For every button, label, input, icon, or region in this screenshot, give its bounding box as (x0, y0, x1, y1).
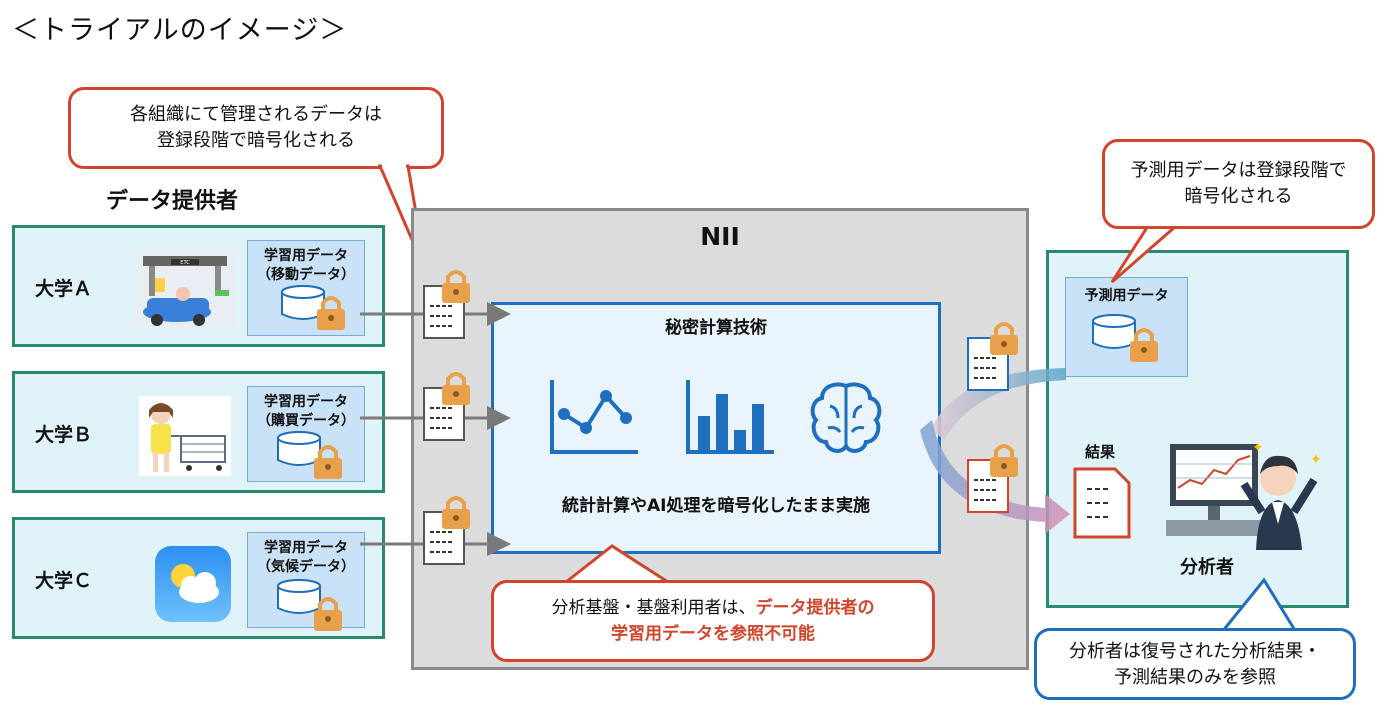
university-b-label: 大学Ｂ (35, 424, 93, 446)
encrypted-document-icon (967, 444, 1018, 513)
svg-text:ETC: ETC (180, 260, 190, 266)
analyst-person-icon: ✦ ✦ (1166, 440, 1322, 550)
university-c-label: 大学Ｃ (35, 570, 93, 592)
encrypted-document-icon (423, 270, 470, 339)
lock-icon (314, 445, 342, 479)
callout-line: 各組織にて管理されるデータは (130, 104, 382, 125)
document-icon (1073, 467, 1131, 539)
lock-icon (314, 597, 342, 631)
data-box-title: 学習用データ (264, 540, 348, 556)
callout-analyst-view: 分析者は復号された分析結果・ 予測結果のみを参照 (1034, 628, 1356, 700)
analyst-label: 分析者 (1180, 557, 1234, 578)
callout-prediction-encryption: 予測用データは登録段階で 暗号化される (1102, 139, 1375, 229)
providers-heading: データ提供者 (106, 189, 239, 214)
nii-title: NII (700, 222, 740, 251)
training-data-box: 学習用データ （購買データ） (247, 386, 365, 482)
line-chart-icon (550, 380, 638, 454)
data-box-subtitle: （移動データ） (257, 267, 355, 283)
callout-emphasis: データ提供者の (755, 598, 875, 618)
university-a-label: 大学Ａ (35, 278, 93, 300)
secure-computation-caption: 統計計算やAI処理を暗号化したまま実施 (562, 496, 870, 516)
callout-line: 登録段階で暗号化される (157, 130, 355, 151)
weather-app-icon (155, 546, 231, 622)
callout-text: 分析基盤・基盤利用者は、 (551, 598, 756, 618)
university-c-panel: 大学Ｃ 学習用データ （気候データ） (12, 517, 385, 639)
lock-icon (317, 296, 345, 330)
data-box-title: 学習用データ (264, 248, 348, 264)
encrypted-document-icon (423, 372, 470, 441)
callout-line: 予測用データは登録段階で (1130, 160, 1347, 181)
callout-line: 分析者は復号された分析結果・ (1069, 641, 1321, 662)
data-box-subtitle: （気候データ） (257, 559, 355, 575)
database-icon (1092, 314, 1136, 349)
callout-data-not-viewable: 分析基盤・基盤利用者は、データ提供者の 学習用データを参照不可能 (491, 580, 935, 662)
svg-text:✦: ✦ (1310, 452, 1322, 468)
encrypted-document-icon (423, 496, 470, 565)
result-label: 結果 (1085, 443, 1116, 461)
callout-encryption-at-registration: 各組織にて管理されるデータは 登録段階で暗号化される (68, 87, 444, 169)
callout-emphasis: 学習用データを参照不可能 (611, 624, 815, 644)
svg-text:✦: ✦ (1252, 440, 1264, 456)
database-icon (277, 579, 321, 614)
database-icon (277, 431, 321, 466)
car-etc-icon: ETC (135, 250, 235, 328)
bar-chart-icon (686, 380, 774, 454)
page-title: ＜トライアルのイメージ＞ (12, 15, 348, 46)
callout-line: 予測結果のみを参照 (1114, 667, 1276, 688)
data-box-subtitle: （購買データ） (257, 413, 355, 429)
callout-line: 暗号化される (1184, 186, 1293, 207)
prediction-data-label: 予測用データ (1084, 288, 1169, 304)
shopper-icon (139, 396, 231, 476)
encrypted-document-icon (967, 322, 1018, 391)
data-box-title: 学習用データ (264, 394, 348, 410)
secure-computation-title: 秘密計算技術 (665, 318, 767, 338)
lock-icon (1130, 328, 1158, 362)
database-icon (281, 285, 325, 320)
brain-icon (810, 382, 882, 453)
